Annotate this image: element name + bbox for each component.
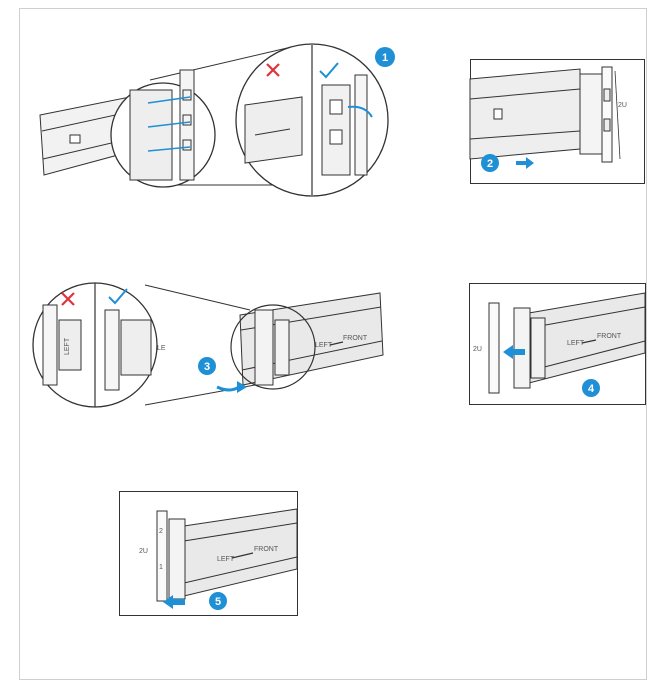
svg-text:1: 1 (382, 52, 388, 64)
correct-check-icon (108, 288, 128, 305)
arrow-right-icon (516, 157, 534, 169)
svg-text:FRONT: FRONT (254, 546, 279, 553)
step-5-badge: 5 (209, 592, 227, 610)
arrow-left-icon (163, 595, 185, 609)
step-5-illustration: LEFT FRONT 2U 2 1 5 (119, 491, 298, 616)
svg-text:1: 1 (159, 564, 163, 571)
svg-text:2U: 2U (473, 346, 482, 353)
wrong-cross-icon (266, 63, 280, 77)
step-4-badge: 4 (582, 379, 600, 397)
detail-circle-small (230, 304, 316, 390)
svg-text:LEFT: LEFT (315, 342, 333, 349)
svg-text:2: 2 (159, 528, 163, 535)
step-1-badge: 1 (375, 47, 395, 67)
arrow-left-icon (503, 345, 525, 359)
svg-text:2U: 2U (618, 102, 627, 109)
svg-text:LEFT: LEFT (567, 340, 585, 347)
svg-text:FRONT: FRONT (343, 335, 368, 342)
step-2-illustration: 2U 2 (469, 59, 645, 184)
step-4-illustration: LEFT FRONT 2U 4 (469, 283, 646, 405)
svg-text:4: 4 (588, 383, 595, 395)
step-1-illustration: 1 (39, 43, 395, 197)
svg-text:5: 5 (215, 596, 221, 608)
arrow-right-icon (216, 385, 240, 392)
svg-text:LEFT: LEFT (217, 556, 235, 563)
svg-text:3: 3 (204, 361, 210, 373)
step-2-badge: 2 (481, 154, 499, 172)
correct-check-icon (319, 62, 339, 79)
zoom-line-top (149, 44, 301, 81)
step-3-illustration: LEFT FRONT LEFT LE 3 (32, 282, 384, 408)
svg-text:FRONT: FRONT (597, 333, 622, 340)
page-frame (19, 8, 647, 680)
svg-text:LE: LE (157, 345, 166, 352)
step-3-badge: 3 (198, 357, 216, 375)
svg-text:2U: 2U (139, 548, 148, 555)
svg-text:LEFT: LEFT (64, 337, 71, 355)
wrong-cross-icon (61, 292, 75, 306)
svg-text:2: 2 (487, 158, 493, 170)
